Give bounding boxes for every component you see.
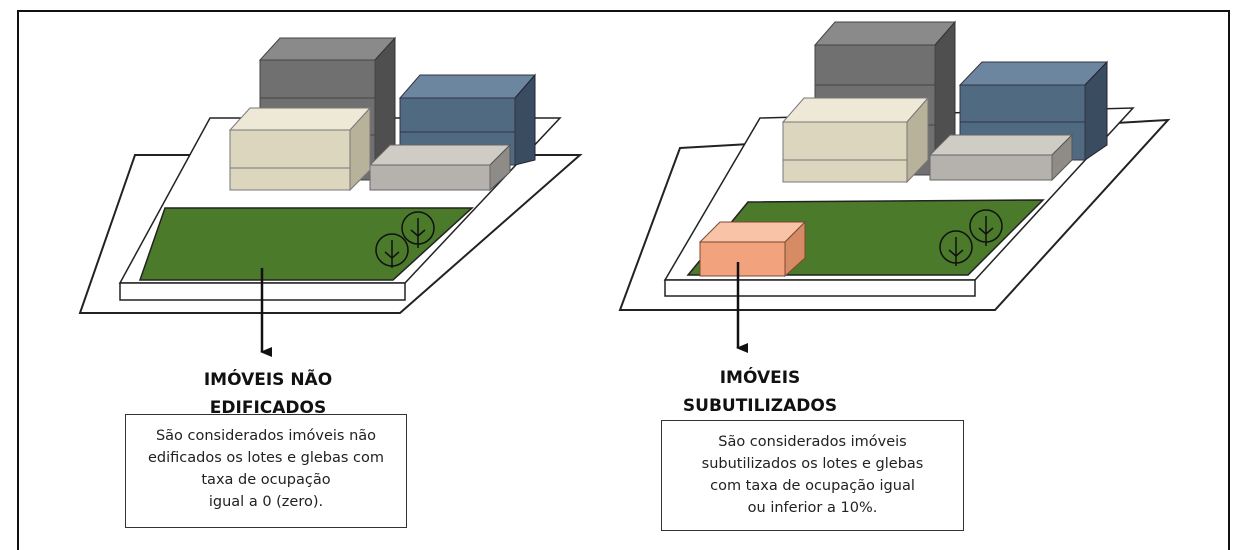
left-description-box: São considerados imóveis não edificados … xyxy=(125,414,407,528)
right-building-light-gray xyxy=(928,133,1074,182)
right-description-box: São considerados imóveis subutilizados o… xyxy=(661,420,964,531)
left-description-line-4: igual a 0 (zero). xyxy=(208,494,324,510)
figure-frame xyxy=(17,10,1230,550)
illustration xyxy=(78,20,1171,357)
left-tree-icons xyxy=(375,211,435,268)
right-heading-line-2: SUBUTILIZADOS xyxy=(682,396,838,416)
right-description-line-2: subutilizados os lotes e glebas xyxy=(701,456,924,472)
right-block-sidewalk-front xyxy=(664,279,976,297)
right-heading: IMÓVEIS SUBUTILIZADOS xyxy=(650,364,870,420)
right-block-scene xyxy=(618,20,1171,353)
left-description-line-2: edificados os lotes e glebas com xyxy=(148,450,384,466)
left-description-line-3: taxa de ocupação xyxy=(201,472,331,488)
left-building-beige xyxy=(228,106,372,192)
right-description-line-4: ou inferior a 10%. xyxy=(747,500,878,516)
left-building-light-gray xyxy=(368,143,512,192)
left-heading: IMÓVEIS NÃO EDIFICADOS xyxy=(168,366,368,422)
left-block-scene xyxy=(78,36,583,357)
right-tree-icons xyxy=(939,209,1003,266)
right-heading-line-1: IMÓVEIS xyxy=(719,368,801,388)
left-description-line-1: São considerados imóveis não xyxy=(155,428,377,444)
right-description-line-1: São considerados imóveis xyxy=(718,434,907,450)
left-lawn xyxy=(138,207,474,281)
right-small-building-orange xyxy=(698,220,807,278)
right-building-beige xyxy=(781,96,930,184)
right-description-line-3: com taxa de ocupação igual xyxy=(710,478,915,494)
left-heading-line-1: IMÓVEIS NÃO xyxy=(203,370,333,390)
left-heading-line-2: EDIFICADOS xyxy=(209,398,327,418)
